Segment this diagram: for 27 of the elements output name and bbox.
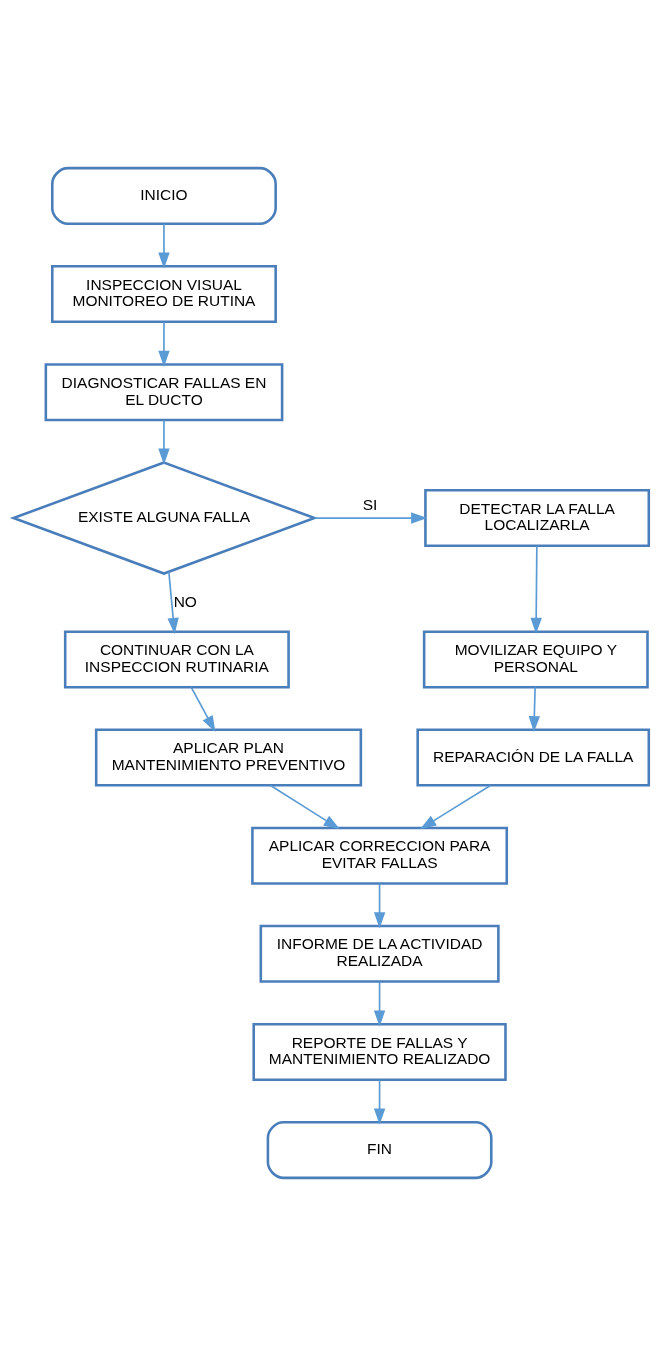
edge-label: NO <box>173 592 197 610</box>
arrow <box>158 320 170 367</box>
node-box: INICIO <box>51 166 277 225</box>
arrow <box>158 222 170 269</box>
arrow <box>530 544 542 634</box>
node-box: APLICAR CORRECCION PARA EVITAR FALLAS <box>251 826 509 885</box>
node-box: INSPECCION VISUAL MONITOREO DE RUTINA <box>51 264 277 323</box>
arrow <box>373 1078 386 1125</box>
arrow <box>190 686 216 732</box>
arrow <box>420 784 492 829</box>
node-box: APLICAR PLAN MANTENIMIENTO PREVENTIVO <box>94 728 363 787</box>
node-box: REPORTE DE FALLAS Y MANTENIMIENTO REALIZADO <box>252 1022 507 1081</box>
arrow <box>528 686 541 732</box>
node-box: REPARACIÓN DE LA FALLA <box>416 728 651 787</box>
node-box: DETECTAR LA FALLA LOCALIZARLA <box>424 488 651 547</box>
node-box: CONTINUAR CON LA INSPECCION RUTINARIA <box>63 629 290 688</box>
arrow <box>269 784 340 829</box>
node-box: MOVILIZAR EQUIPO Y PERSONAL <box>422 629 649 688</box>
node-box: INFORME DE LA ACTIVIDAD REALIZADA <box>259 924 500 983</box>
edge-label: SI <box>362 495 378 513</box>
arrow <box>167 570 179 634</box>
arrow <box>158 418 170 465</box>
arrow <box>373 882 386 929</box>
arrow <box>373 980 386 1027</box>
arrow <box>313 511 428 524</box>
node-box: DIAGNOSTICAR FALLAS EN EL DUCTO <box>44 362 284 421</box>
node-box: FIN <box>266 1120 493 1179</box>
